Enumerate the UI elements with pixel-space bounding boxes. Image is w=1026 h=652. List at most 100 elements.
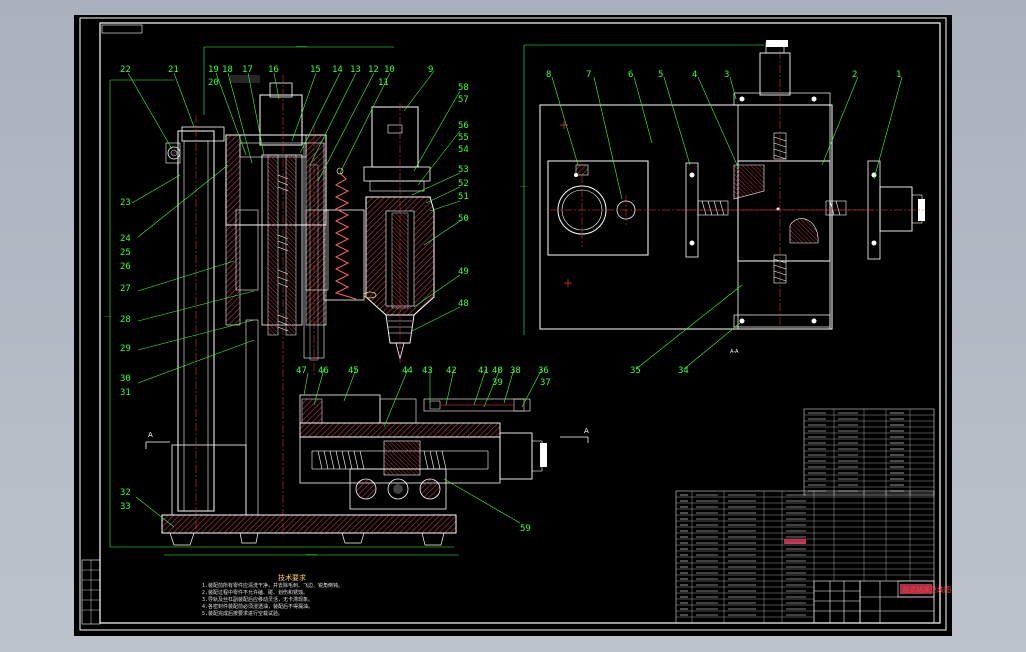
svg-text:47: 47 <box>296 366 307 376</box>
aa-cross-carriage <box>737 160 831 262</box>
top-left-tag <box>101 24 143 34</box>
aa-leaders <box>551 76 903 370</box>
svg-text:59: 59 <box>520 524 531 534</box>
table-motor-tag <box>540 443 547 467</box>
svg-text:14: 14 <box>332 65 343 75</box>
svg-text:36: 36 <box>538 366 549 376</box>
machine-base <box>161 514 457 534</box>
svg-text:16: 16 <box>268 65 279 75</box>
drawing-title: 台式钻床总装图 <box>902 585 951 594</box>
svg-text:35: 35 <box>630 366 641 376</box>
svg-text:27: 27 <box>120 284 131 294</box>
svg-text:43: 43 <box>422 366 433 376</box>
svg-text:5.装配完成后按要求进行空载试验。: 5.装配完成后按要求进行空载试验。 <box>202 610 283 617</box>
svg-text:11: 11 <box>378 78 389 88</box>
parts-list-rows <box>676 409 934 623</box>
svg-text:23: 23 <box>120 198 131 208</box>
svg-text:51: 51 <box>458 192 469 202</box>
svg-text:19: 19 <box>208 65 219 75</box>
svg-text:33: 33 <box>120 502 131 512</box>
table-motor <box>499 432 533 480</box>
svg-text:57: 57 <box>458 95 469 105</box>
svg-text:4: 4 <box>692 70 697 80</box>
column-cap <box>181 126 225 142</box>
dim-bottom: ___ <box>306 548 317 555</box>
svg-text:3.导轨及丝杠副装配后应移动灵活，无卡滞现象。: 3.导轨及丝杠副装配后应移动灵活，无卡滞现象。 <box>202 596 313 603</box>
svg-text:38: 38 <box>510 366 521 376</box>
section-label-left: A <box>148 431 153 439</box>
svg-text:2.装配过程中零件不允许磕、碰、划伤和锈蚀。: 2.装配过程中零件不允许磕、碰、划伤和锈蚀。 <box>202 589 308 596</box>
svg-text:32: 32 <box>120 488 131 498</box>
aa-dimensions <box>523 44 764 335</box>
aa-screw-horizontal <box>697 200 847 216</box>
guide-rod-2 <box>419 478 441 500</box>
dim-top: ___ <box>296 40 307 47</box>
aa-side-motor <box>879 186 913 232</box>
aa-dim-tag <box>766 40 788 47</box>
svg-text:22: 22 <box>120 65 131 75</box>
tech-requirements: 技术要求 1.装配前所有零件应清洗干净，并去除毛刺、飞边、锐角倒钝。 2.装配过… <box>202 573 343 617</box>
svg-text:8: 8 <box>546 70 551 80</box>
front-callouts: 22 21 19 20 18 17 16 15 14 13 12 10 11 9… <box>120 65 551 534</box>
assembly-drawing[interactable]: ___ __ ___ <box>74 15 952 636</box>
leadscrew-thread <box>317 450 447 470</box>
centerlines <box>195 75 401 535</box>
slide-base <box>349 468 447 510</box>
aa-side-motor-tag <box>918 199 925 221</box>
svg-text:42: 42 <box>446 366 457 376</box>
overall-dimensions <box>109 46 459 556</box>
svg-text:31: 31 <box>120 388 131 398</box>
drawing-sheet[interactable]: ___ __ ___ <box>74 15 952 636</box>
svg-text:55: 55 <box>458 133 469 143</box>
aa-cross-marks <box>560 121 572 287</box>
tech-title: 技术要求 <box>278 573 306 582</box>
svg-text:39: 39 <box>492 378 503 388</box>
svg-text:25: 25 <box>120 248 131 258</box>
svg-text:1: 1 <box>896 70 901 80</box>
title-block <box>813 580 935 624</box>
motor-top <box>259 94 303 146</box>
svg-text:52: 52 <box>458 179 469 189</box>
svg-text:44: 44 <box>402 366 413 376</box>
svg-text:9: 9 <box>428 65 433 75</box>
svg-text:56: 56 <box>458 121 469 131</box>
section-label-right: A <box>584 427 589 435</box>
feed-bracket <box>323 209 365 301</box>
svg-text:40: 40 <box>492 366 503 376</box>
svg-text:49: 49 <box>458 267 469 277</box>
dim-left: __ <box>104 310 112 317</box>
svg-text:37: 37 <box>540 378 551 388</box>
svg-text:12: 12 <box>368 65 379 75</box>
svg-text:26: 26 <box>120 262 131 272</box>
aa-view-caption: A-A <box>730 349 739 355</box>
front-view[interactable]: ___ __ ___ <box>104 40 589 556</box>
column-base-boss <box>171 444 247 516</box>
svg-text:24: 24 <box>120 234 131 244</box>
svg-text:45: 45 <box>348 366 359 376</box>
svg-text:15: 15 <box>310 65 321 75</box>
svg-text:3: 3 <box>724 70 729 80</box>
svg-text:34: 34 <box>678 366 689 376</box>
spindle-sleeve <box>261 154 303 326</box>
svg-text:46: 46 <box>318 366 329 376</box>
svg-text:4.各密封件装配前必须浸透油，装配后不得漏油。: 4.各密封件装配前必须浸透油，装配后不得漏油。 <box>202 603 313 610</box>
return-spring <box>334 172 357 300</box>
svg-text:2: 2 <box>852 70 857 80</box>
svg-text:48: 48 <box>458 299 469 309</box>
svg-text:41: 41 <box>478 366 489 376</box>
aa-bolts <box>689 96 877 324</box>
section-marker-right <box>560 436 589 443</box>
outer-frame <box>79 17 947 631</box>
section-view-aa[interactable]: __ <box>520 40 925 376</box>
section-marker-left <box>145 441 170 449</box>
drill-motor <box>371 106 419 168</box>
svg-text:21: 21 <box>168 65 179 75</box>
aa-dim-left: __ <box>520 180 528 187</box>
front-leaders <box>127 70 543 528</box>
svg-text:7: 7 <box>586 70 591 80</box>
svg-text:30: 30 <box>120 374 131 384</box>
aa-saddle <box>737 104 831 330</box>
drill-chuck <box>385 314 415 344</box>
svg-text:17: 17 <box>242 65 253 75</box>
